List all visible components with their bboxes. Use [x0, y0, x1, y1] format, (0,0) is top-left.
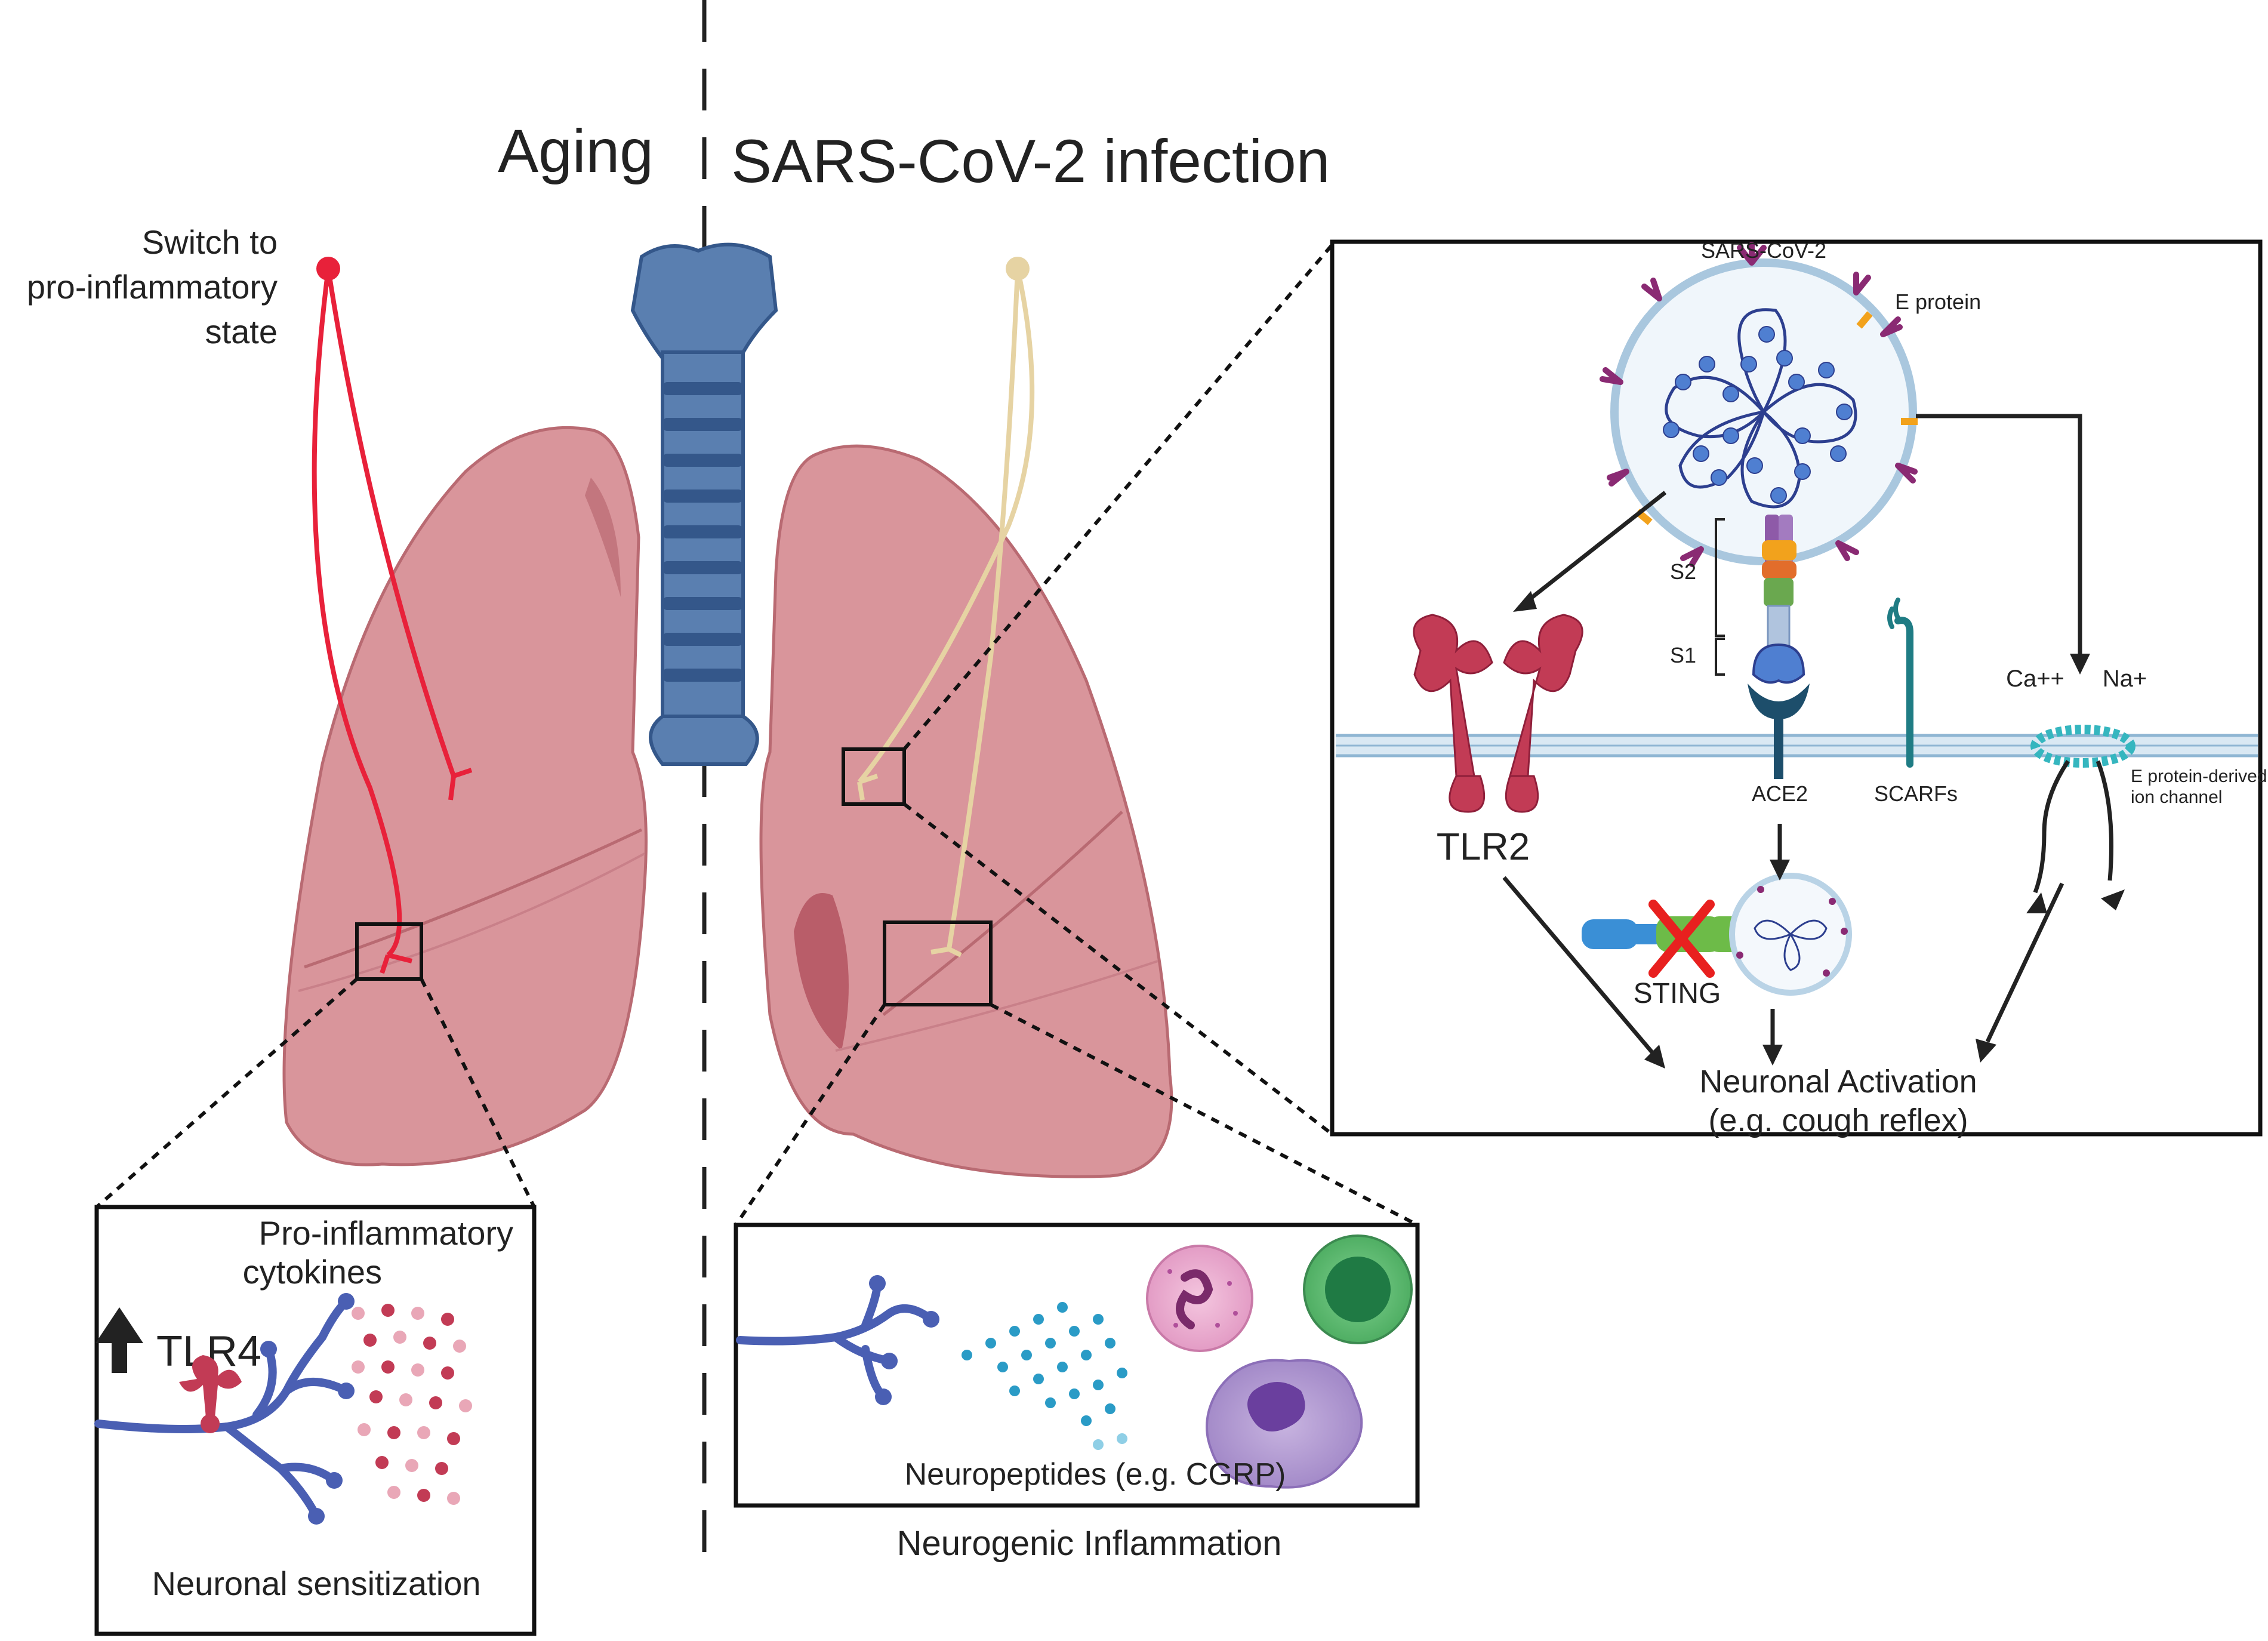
- e-protein-ion-channel: [2030, 725, 2136, 768]
- scarfs-receptor: [1887, 598, 1913, 768]
- sting-inhibition-cross-icon: [1648, 900, 1715, 978]
- zoom-box-left: [355, 922, 423, 981]
- spike-protein: [1752, 515, 1805, 684]
- sars-cov-2-virion: [1600, 242, 1918, 567]
- s2-label: S2: [1670, 559, 1696, 584]
- spike-brackets: [1715, 518, 1725, 676]
- switch-label-line1: Switch to: [142, 223, 278, 261]
- switch-label-line2: pro-inflammatory: [27, 268, 278, 306]
- neuronal-activation-line1: Neuronal Activation: [1699, 1064, 1977, 1100]
- internalized-virion: [1729, 873, 1852, 996]
- tan-nerve: [857, 257, 1035, 957]
- ca-label: Ca++: [2006, 666, 2064, 692]
- tlr4-receptor: [179, 1355, 242, 1433]
- left-lung: [282, 426, 648, 1166]
- e-protein-label: E protein: [1895, 290, 1981, 314]
- s1-label: S1: [1670, 643, 1696, 667]
- cytokines-label-line2: cytokines: [243, 1253, 382, 1291]
- virus-label: SARS-CoV-2: [1701, 238, 1826, 263]
- pathway-arrows: [1502, 414, 2113, 1055]
- neuronal-activation-line2: (e.g. cough reflex): [1708, 1103, 1968, 1138]
- ace2-label: ACE2: [1752, 781, 1808, 806]
- switch-label-line3: state: [205, 313, 278, 350]
- neuron-terminal-dots: [260, 1293, 355, 1525]
- e-channel-label-line1: E protein-derived: [2131, 766, 2267, 786]
- heading-aging: Aging: [498, 117, 654, 185]
- scarfs-label: SCARFs: [1874, 781, 1958, 806]
- sensitization-label: Neuronal sensitization: [152, 1565, 481, 1602]
- neuropeptides-label: Neuropeptides (e.g. CGRP): [905, 1457, 1286, 1492]
- right-lung: [759, 444, 1173, 1178]
- na-label: Na+: [2103, 666, 2147, 692]
- heading-sars-cov-2: SARS-CoV-2 infection: [731, 127, 1330, 195]
- cytokines-label-line1: Pro-inflammatory: [259, 1214, 513, 1252]
- arrow-heads: [1513, 591, 2125, 1069]
- up-arrow-icon: [95, 1307, 143, 1373]
- sensitization-panel: [94, 1205, 537, 1636]
- cytokine-particles: [352, 1304, 472, 1505]
- lymphocyte-icon: [1303, 1234, 1413, 1344]
- neurogenic-label: Neurogenic Inflammation: [897, 1524, 1282, 1563]
- macrophage-icon: [1206, 1359, 1363, 1489]
- neuropeptide-particles: [962, 1302, 1127, 1450]
- ace2-receptor: [1748, 684, 1810, 779]
- zoom-box-right-upper: [842, 747, 906, 806]
- sting-label: STING: [1634, 978, 1721, 1009]
- releasing-neuron-terminals: [869, 1275, 939, 1405]
- mast-cell-icon: [1146, 1245, 1253, 1352]
- tlr2-receptor: [1413, 614, 1583, 813]
- red-nerve: [312, 257, 473, 974]
- zoom-box-right-lower: [883, 920, 993, 1006]
- cell-membrane: [1336, 734, 2258, 758]
- trachea: [630, 242, 778, 766]
- zoom-connectors: [95, 244, 1419, 1227]
- e-channel-label-line2: ion channel: [2131, 787, 2222, 807]
- tlr2-label: TLR2: [1437, 825, 1530, 868]
